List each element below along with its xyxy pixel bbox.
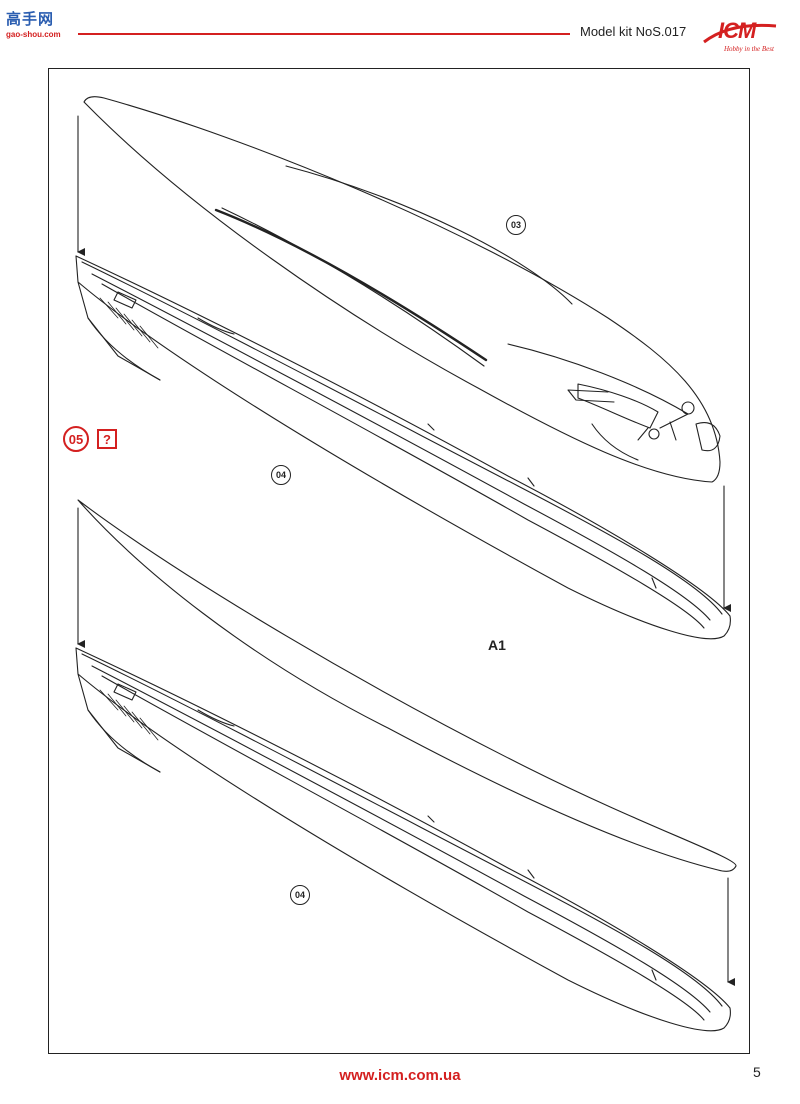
hull-part-04-upper xyxy=(75,255,731,640)
page-number: 5 xyxy=(753,1064,761,1080)
footer-url[interactable]: www.icm.com.ua xyxy=(339,1067,461,1084)
part-callout-03: 03 xyxy=(506,215,526,235)
instruction-frame xyxy=(48,68,750,1054)
header-rule xyxy=(78,33,570,35)
sprue-label-a1: A1 xyxy=(488,637,506,653)
icm-tagline: Hobby in the Best xyxy=(724,45,774,53)
part-callout-04-upper: 04 xyxy=(271,465,291,485)
icm-logo-text: ICM xyxy=(718,18,756,43)
site-logo-domain: gao-shou.com xyxy=(6,30,61,39)
step-marker: 05 ? xyxy=(63,426,117,452)
hull-part-04-lower xyxy=(75,647,731,1032)
site-logo: 高手网 gao-shou.com xyxy=(6,8,76,42)
part-callout-04-lower: 04 xyxy=(290,885,310,905)
icm-logo: ICM Hobby in the Best xyxy=(700,18,780,62)
kit-number: Model kit NoS.017 xyxy=(580,24,687,39)
site-logo-text: 高手网 xyxy=(6,10,55,28)
step-number: 05 xyxy=(63,426,89,452)
hull-plate-a1 xyxy=(77,499,737,872)
icm-swoosh-icon xyxy=(703,23,777,44)
assembly-drawing xyxy=(75,96,737,1032)
deck-part-03 xyxy=(83,96,721,483)
help-icon: ? xyxy=(97,429,117,449)
